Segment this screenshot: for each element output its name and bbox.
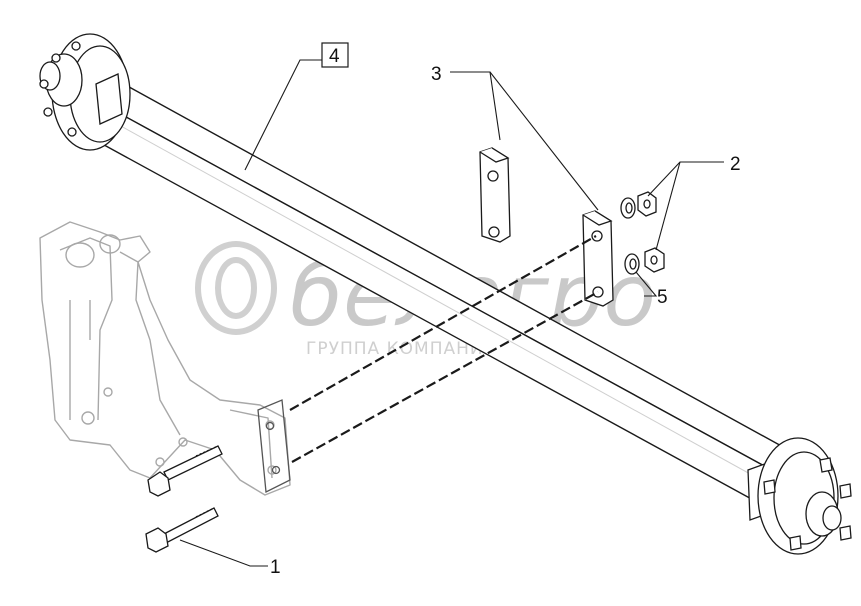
leader-lines	[179, 59, 724, 567]
nut-upper	[637, 191, 657, 217]
bolt-upper	[147, 445, 223, 497]
nut-lower	[644, 247, 665, 273]
axle-bracket	[39, 221, 291, 496]
bolt-lower	[145, 507, 219, 553]
washer-lower	[624, 253, 640, 275]
callout-4: 4	[321, 42, 349, 68]
callout-label-4: 4	[329, 46, 340, 67]
clamp-plate-right	[582, 210, 614, 307]
callout-2: 2	[730, 154, 741, 175]
washer-upper	[620, 197, 636, 219]
right-wheel-hub	[747, 437, 852, 555]
assembly-lines	[289, 235, 599, 463]
watermark-logo-icon	[195, 241, 277, 335]
clamp-plate-left	[479, 147, 511, 243]
callout-5: 5	[657, 287, 668, 308]
mounting-plate	[257, 399, 291, 494]
callout-1: 1	[270, 557, 281, 578]
left-wheel-hub	[39, 33, 131, 151]
callout-label-3: 3	[431, 64, 442, 85]
callout-3: 3	[431, 64, 442, 85]
callout-label-2: 2	[730, 154, 741, 175]
callout-label-1: 1	[270, 557, 281, 578]
callout-label-5: 5	[657, 287, 668, 308]
callout-4-frame	[321, 42, 349, 68]
